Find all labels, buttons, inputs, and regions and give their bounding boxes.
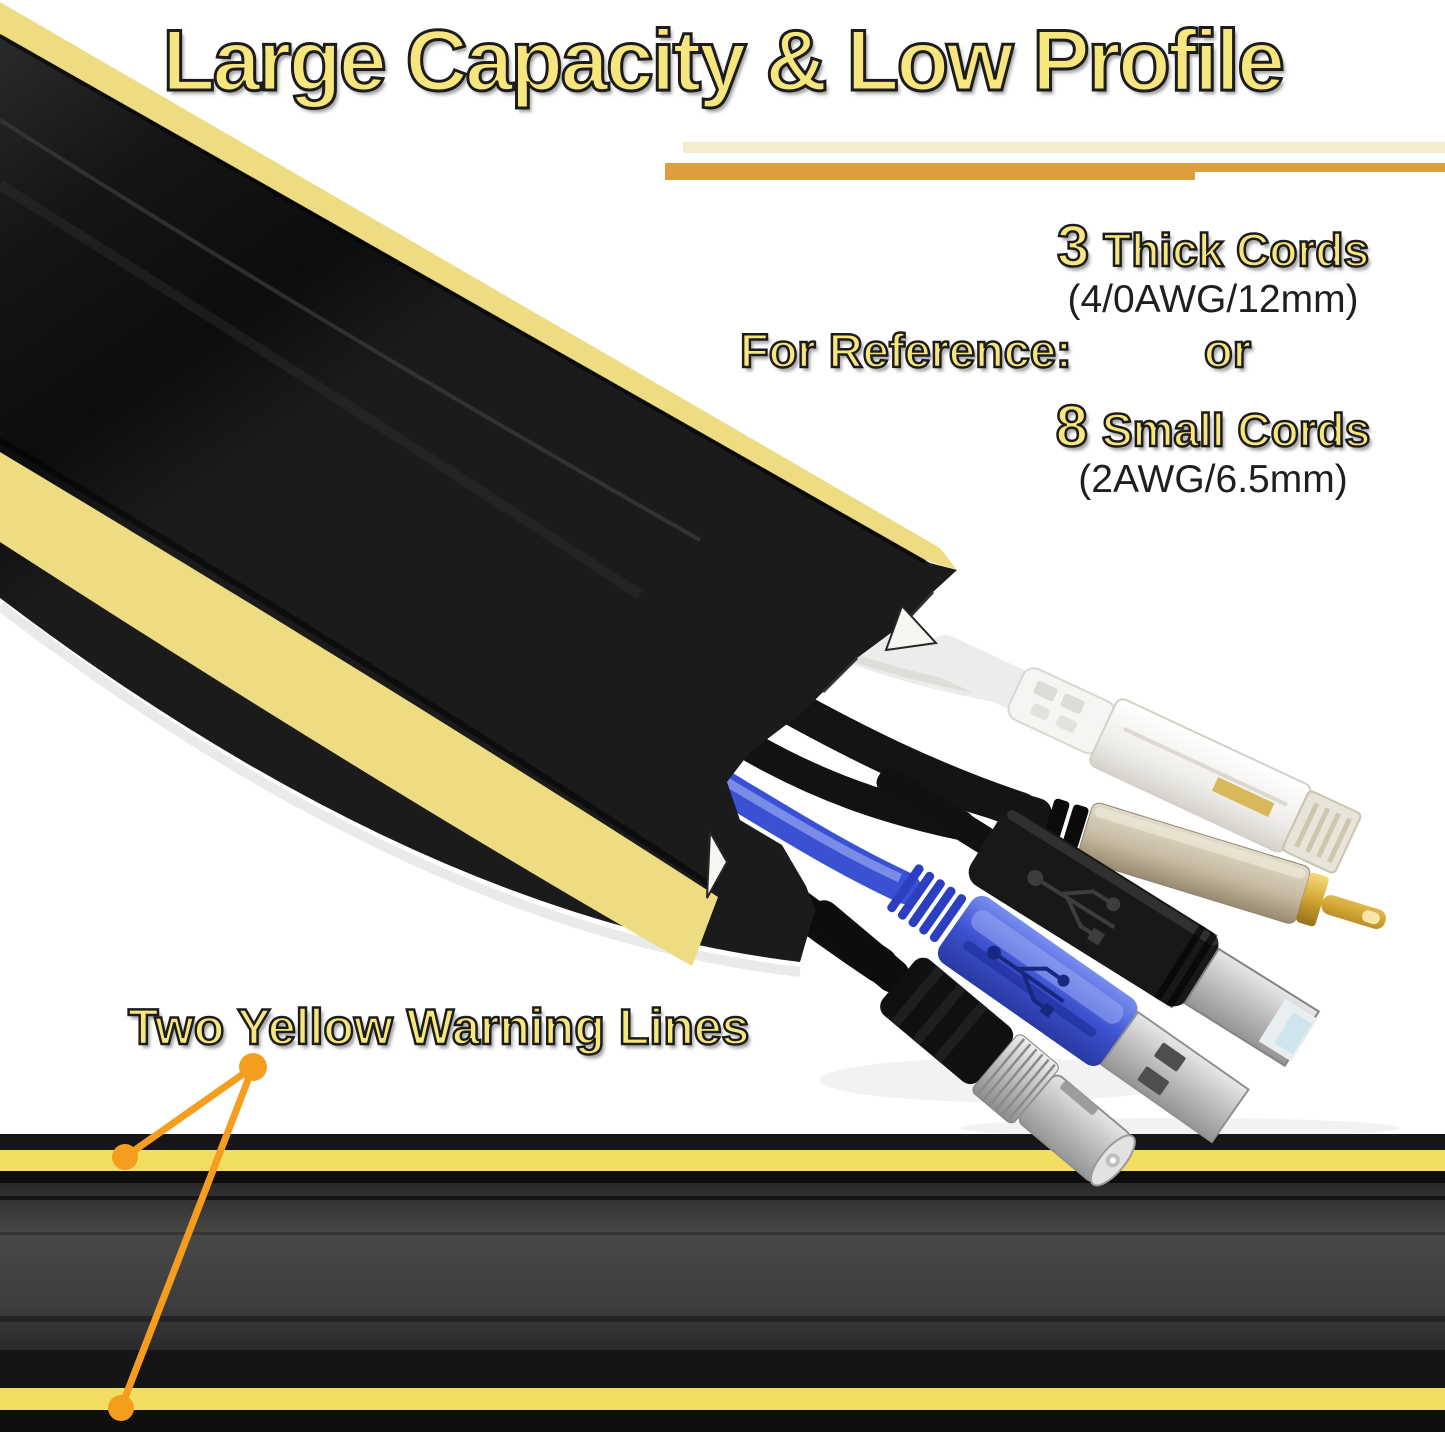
small-cords-spec: (2AWG/6.5mm) [1078,458,1348,501]
usb-a-connector [887,864,1250,1144]
blue-usb-cable [689,759,1250,1144]
rj45-connector [924,635,1362,874]
rj45-gold-contact [1211,777,1275,817]
usb-logo-emboss [1027,869,1121,946]
cover-body [0,30,957,962]
rca-gold-ring [1296,872,1329,927]
cover-end-channel-hole-top [884,604,939,652]
thick-cords-label: Thick Cords [1102,224,1370,276]
or-label: or [1203,324,1253,377]
warning-annotation [108,1053,267,1421]
usb-a-metal-shield [1099,1010,1250,1144]
thick-cords-count: 3 [1056,214,1091,279]
annotation-line [117,1065,257,1410]
title-underline-orange-bar-thin [1195,163,1445,172]
strip-edge-dark [0,1171,1445,1183]
small-cords-label: Small Cords [1101,404,1372,456]
usb-b-cable [727,727,1321,1068]
strip-lower-dark [0,1350,1445,1388]
reference-label: For Reference: [739,324,1073,377]
page-title: Large Capacity & Low Profile [161,13,1286,109]
cover-sheen [0,180,643,600]
small-cords-callout: 8 Small Cords (2AWG/6.5mm) [1023,394,1403,501]
annotation-dot [239,1053,267,1081]
cover-warning-stripe-top [0,2,957,570]
cover-sheen [0,118,701,542]
small-cords-count: 8 [1054,394,1089,459]
floor-strip [0,1118,1445,1432]
cover-end-channel-hole-bottom [706,828,729,899]
warning-lines-label: Two Yellow Warning Lines [127,999,751,1055]
title-underline-orange-bar [665,163,1195,180]
cover-warning-stripe-bottom [0,452,718,966]
strip-ridge [0,1232,1445,1235]
cable-bundle [660,599,1386,1187]
cable-cover [0,2,957,966]
strip-ridge [0,1316,1445,1322]
annotation-dot [108,1395,134,1421]
usb-b-connector [876,767,1321,1068]
thick-cords-spec: (4/0AWG/12mm) [1067,278,1359,321]
strip-bottom-edge [0,1410,1445,1432]
bnc-connector [806,900,1136,1187]
strip-ridge [0,1196,1445,1200]
usb-logo-emboss [986,945,1070,1018]
strip-warning-line-bottom [0,1388,1445,1410]
bnc-center-pin [1109,1157,1116,1164]
title-underline-cream-bar [683,142,1445,153]
annotation-line [122,1064,256,1160]
thick-cords-callout: 3 Thick Cords (4/0AWG/12mm) [1023,214,1403,321]
rca-gold-pin [1321,895,1386,930]
rj45-clear-tip [1282,790,1362,874]
annotation-dot [112,1144,138,1170]
